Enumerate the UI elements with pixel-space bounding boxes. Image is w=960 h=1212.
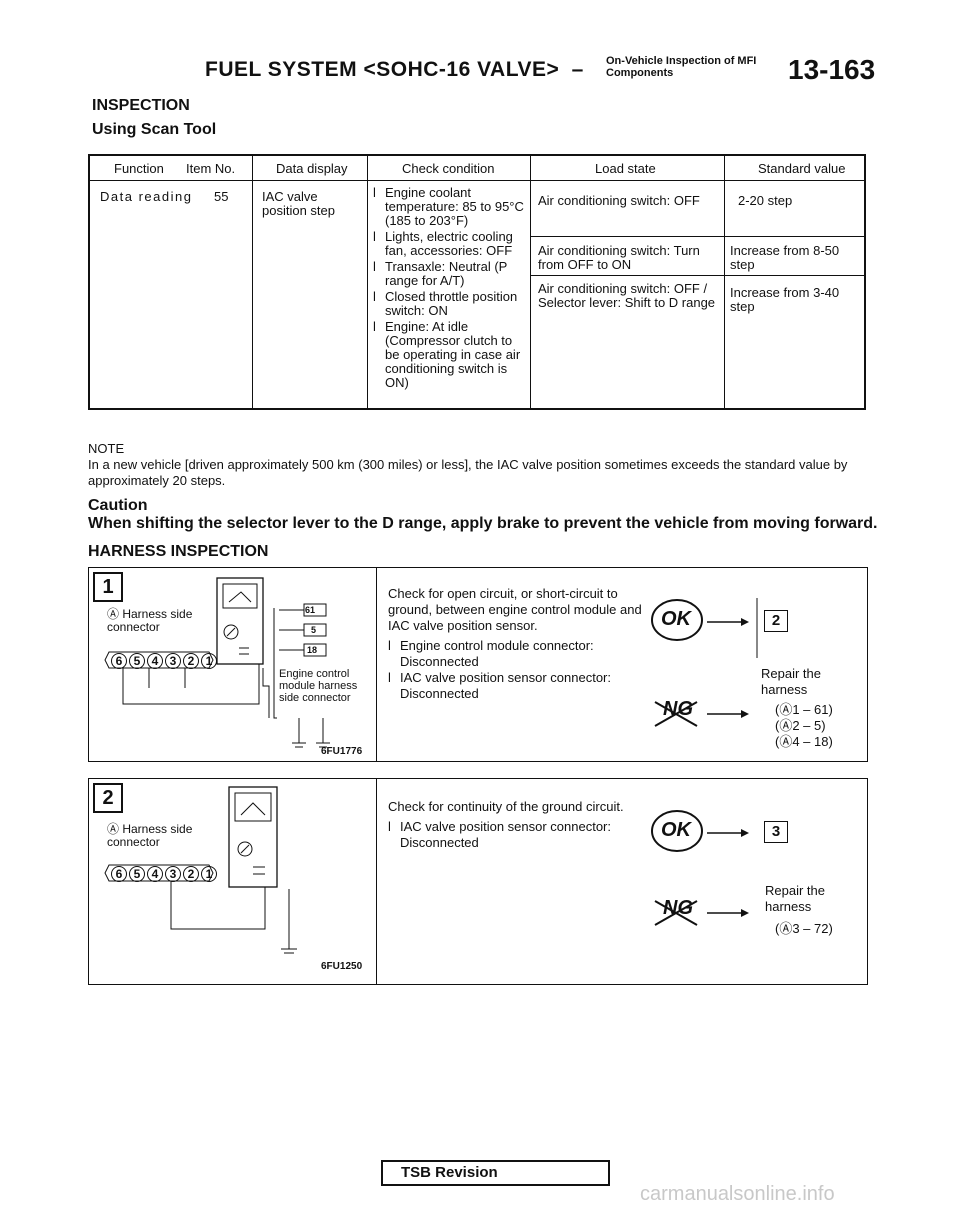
pin: 3 [165, 653, 181, 669]
harness-step-1: 1 Ⓐ Harness side connector 6 5 4 3 2 [88, 567, 868, 762]
pin: 1 [201, 653, 217, 669]
repair-pairs: (Ⓐ3 – 72) [775, 921, 833, 936]
harness-step-2: 2 Ⓐ Harness side connector 6 5 4 3 2 1 6… [88, 778, 868, 985]
caution-heading: Caution [88, 497, 148, 514]
standard-value-row-1: 2-20 step [738, 193, 793, 208]
check-text: Check for open circuit, or short-circuit… [388, 586, 648, 702]
pin: 1 [201, 866, 217, 882]
page-header-title: FUEL SYSTEM <SOHC-16 VALVE> – [205, 58, 584, 82]
watermark: carmanualsonline.info [640, 1183, 835, 1205]
ecu-label: Engine control module harness side conne… [279, 668, 358, 704]
header-subtitle: On-Vehicle Inspection of MFI Components [606, 55, 756, 79]
ecu-pin: 61 [305, 605, 316, 615]
th-item-no: Item No. [186, 161, 236, 176]
bullet: l [373, 289, 376, 304]
result-arrows-2 [651, 810, 749, 926]
repair-action: Repair the harness [765, 883, 825, 914]
ng-mark: NG [663, 897, 693, 919]
result-arrows-1 [651, 598, 758, 727]
next-step-box: 3 [764, 821, 788, 843]
ecu-pin: 5 [311, 625, 317, 635]
ok-mark: OK [661, 819, 691, 841]
connector-pins: 6 5 4 3 2 1 [111, 653, 217, 669]
load-state-row-2: Air conditioning switch: Turn from OFF t… [538, 243, 700, 272]
check-text: Check for continuity of the ground circu… [388, 799, 648, 851]
inspection-heading: INSPECTION [92, 97, 190, 114]
bullet: l [388, 638, 391, 653]
spec-table: Function Item No. Data display Check con… [88, 154, 866, 410]
th-data-display: Data display [276, 161, 348, 176]
pin: 2 [183, 653, 199, 669]
pin: 4 [147, 866, 163, 882]
cell-data-display: IAC valve position step [262, 189, 335, 218]
figure-code: 6FU1250 [321, 961, 363, 972]
pin: 6 [111, 866, 127, 882]
tsb-revision-box: TSB Revision [381, 1160, 610, 1186]
step-number: 2 [93, 783, 123, 813]
step-number: 1 [93, 572, 123, 602]
ecu-pin: 18 [307, 645, 318, 655]
pin: 5 [129, 866, 145, 882]
pin: 4 [147, 653, 163, 669]
bullet: l [373, 319, 376, 334]
bullet: l [373, 229, 376, 244]
scan-tool-subheading: Using Scan Tool [92, 121, 217, 138]
header-dash: – [571, 58, 584, 81]
repair-pairs: (Ⓐ1 – 61) (Ⓐ2 – 5) (Ⓐ4 – 18) [775, 702, 833, 749]
connector-label: Ⓐ Harness side connector [107, 822, 193, 849]
next-step-box: 2 [764, 610, 788, 632]
connector-label: Ⓐ Harness side connector [107, 607, 193, 634]
load-state-row-1: Air conditioning switch: OFF [538, 193, 700, 208]
note-text: In a new vehicle [driven approximately 5… [88, 457, 848, 488]
bullet: l [388, 819, 391, 834]
ng-mark: NG [663, 698, 693, 720]
cell-item-no: 55 [214, 189, 229, 204]
header-subtitle-line1: On-Vehicle Inspection of MFI [606, 55, 757, 67]
th-standard-value: Standard value [758, 161, 846, 176]
pin: 5 [129, 653, 145, 669]
page-number: 13-163 [788, 54, 876, 85]
pin: 2 [183, 866, 199, 882]
cell-function: Data reading [100, 189, 193, 204]
bullet: l [373, 185, 376, 200]
figure-code: 6FU1776 [321, 746, 363, 757]
bullet: l [388, 670, 391, 685]
load-state-row-3: Air conditioning switch: OFF / Selector … [538, 281, 716, 310]
note-heading: NOTE [88, 441, 125, 456]
standard-value-row-3: Increase from 3-40 step [730, 285, 840, 314]
header-subtitle-line2: Components [606, 67, 674, 79]
th-function: Function [114, 161, 164, 176]
ok-mark: OK [661, 608, 691, 630]
connector-pins: 6 5 4 3 2 1 [111, 866, 217, 882]
harness-inspection-heading: HARNESS INSPECTION [88, 543, 269, 560]
th-load-state: Load state [595, 161, 656, 176]
pin: 6 [111, 653, 127, 669]
pin: 3 [165, 866, 181, 882]
standard-value-row-2: Increase from 8-50 step [730, 243, 840, 272]
bullet: l [373, 259, 376, 274]
caution-text: When shifting the selector lever to the … [88, 515, 878, 532]
repair-action: Repair the harness [761, 666, 821, 697]
th-check-condition: Check condition [402, 161, 495, 176]
header-title: FUEL SYSTEM <SOHC-16 VALVE> [205, 58, 560, 81]
